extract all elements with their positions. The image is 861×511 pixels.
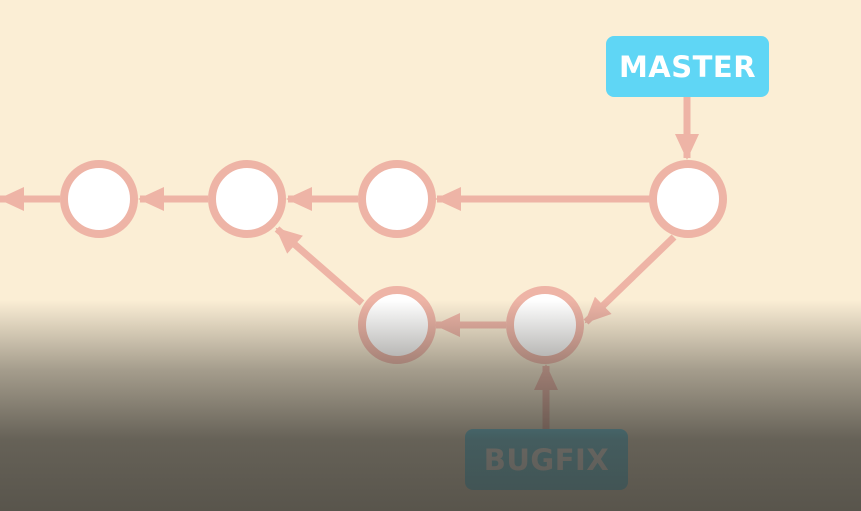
edge-b1-c2 — [274, 226, 365, 306]
bugfix-branch-label: BUGFIX — [483, 442, 610, 477]
commit-node-bugfix-2 — [506, 286, 584, 364]
commit-node-bugfix-1 — [358, 286, 436, 364]
commit-node-1 — [60, 160, 138, 238]
commit-node-2 — [208, 160, 286, 238]
master-branch-tag: MASTER — [606, 36, 769, 97]
bugfix-branch-tag: BUGFIX — [465, 429, 628, 490]
edge-master-bugfix-commit — [583, 234, 677, 325]
master-branch-label: MASTER — [618, 49, 757, 84]
commit-node-3 — [358, 160, 436, 238]
commit-node-master — [649, 160, 727, 238]
